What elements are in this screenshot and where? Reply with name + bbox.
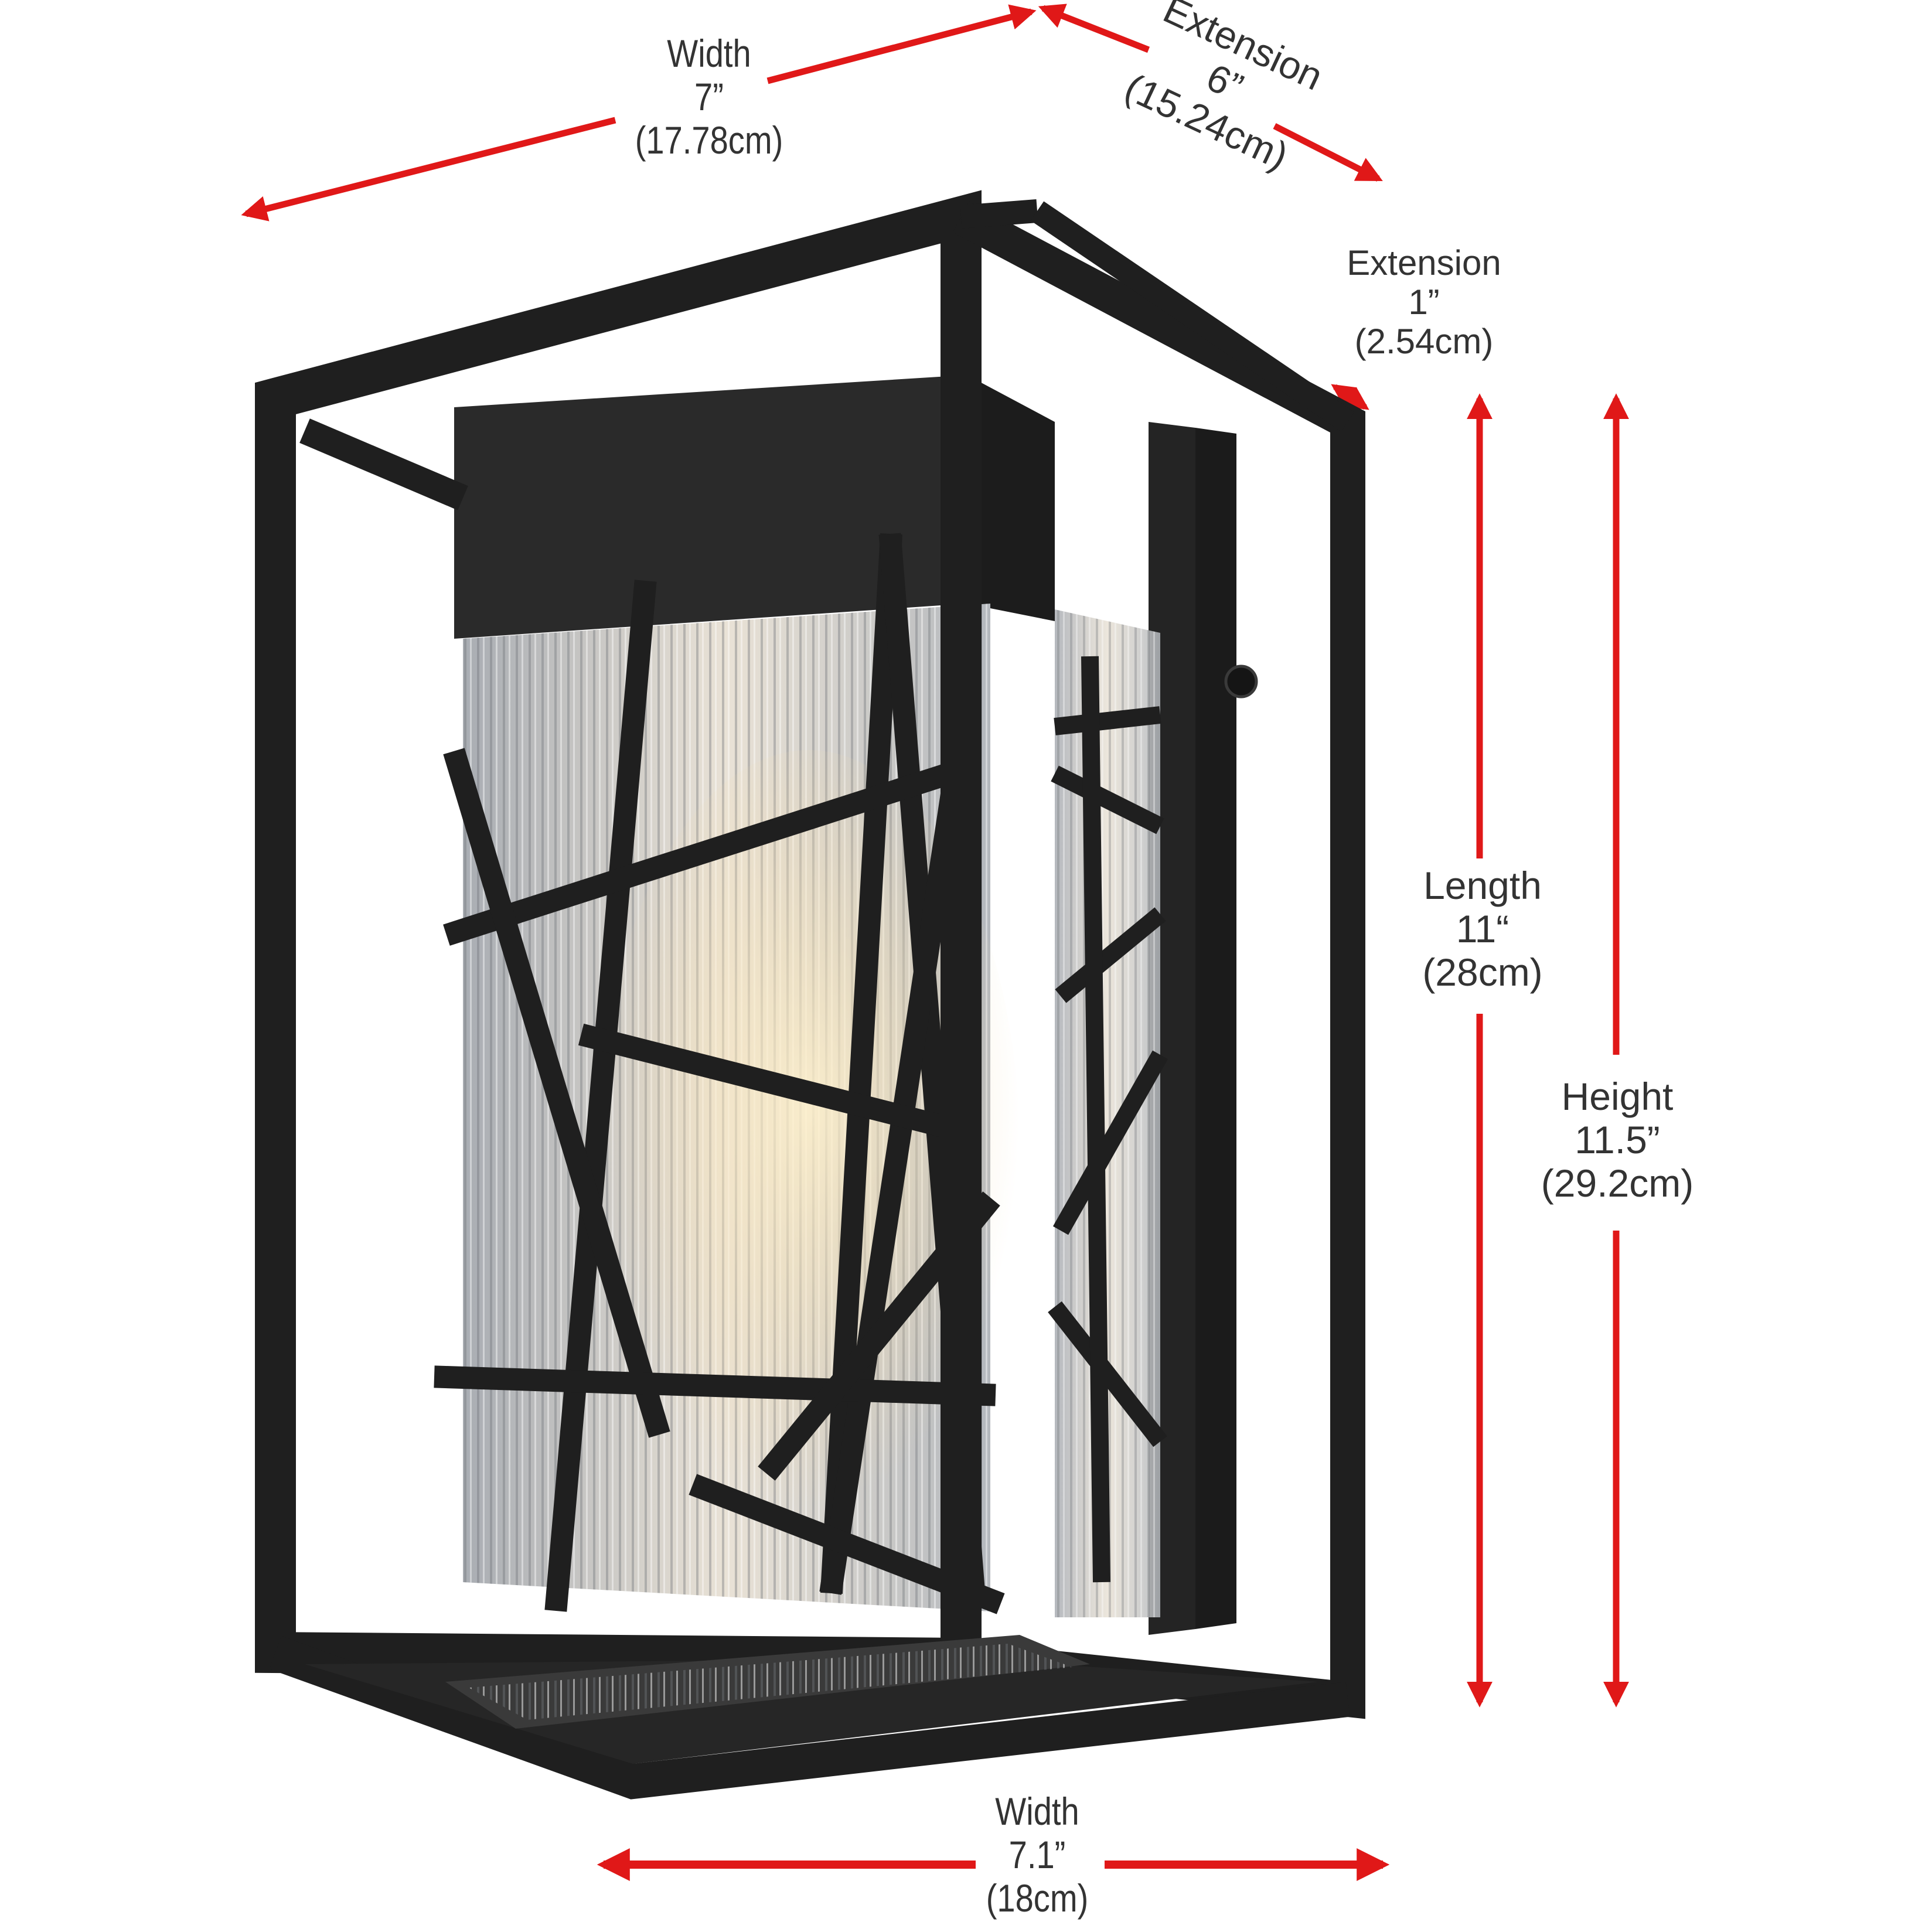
extension-top-arrow-right — [1273, 123, 1383, 182]
height-title: Height — [1561, 1075, 1674, 1118]
extension-top-arrow-left — [1038, 4, 1150, 53]
width-bottom-label: Width 7.1” (18cm) — [948, 1790, 1127, 1920]
geometric-cage-side — [1048, 656, 1168, 1583]
length-cm: (28cm) — [1422, 950, 1543, 994]
extension-backplate-inches: 1” — [1408, 282, 1440, 322]
extension-backplate-title: Extension — [1347, 243, 1501, 282]
length-inches: 11“ — [1456, 907, 1510, 950]
width-top-title: Width — [667, 32, 751, 75]
lantern-fixture — [255, 190, 1365, 1800]
mounting-knob — [1224, 665, 1258, 698]
width-bottom-cm: (18cm) — [986, 1876, 1089, 1920]
width-top-cm: (17.78cm) — [635, 118, 783, 162]
dimension-arrows — [241, 4, 1629, 1881]
width-top-arrow-right — [766, 4, 1037, 84]
width-top-arrow-left — [241, 117, 616, 222]
height-cm: (29.2cm) — [1541, 1161, 1694, 1205]
length-title: Length — [1423, 864, 1542, 907]
extension-backplate-label: Extension 1” (2.54cm) — [1313, 243, 1535, 362]
width-top-label: Width 7” (17.78cm) — [605, 32, 814, 162]
height-label: Height 11.5” (29.2cm) — [1512, 1075, 1723, 1205]
extension-backplate-cm: (2.54cm) — [1354, 322, 1494, 362]
extension-backplate-arrow — [1331, 384, 1369, 410]
width-bottom-inches: 7.1” — [1008, 1832, 1066, 1876]
top-housing-side — [967, 375, 1055, 621]
height-inches: 11.5” — [1575, 1117, 1660, 1161]
width-top-inches: 7” — [694, 74, 724, 118]
top-housing — [454, 375, 967, 639]
geometric-cage-front — [434, 533, 1005, 1614]
width-bottom-title: Width — [995, 1790, 1079, 1833]
backplate-side — [1195, 428, 1236, 1629]
length-label: Length 11“ (28cm) — [1377, 864, 1588, 994]
